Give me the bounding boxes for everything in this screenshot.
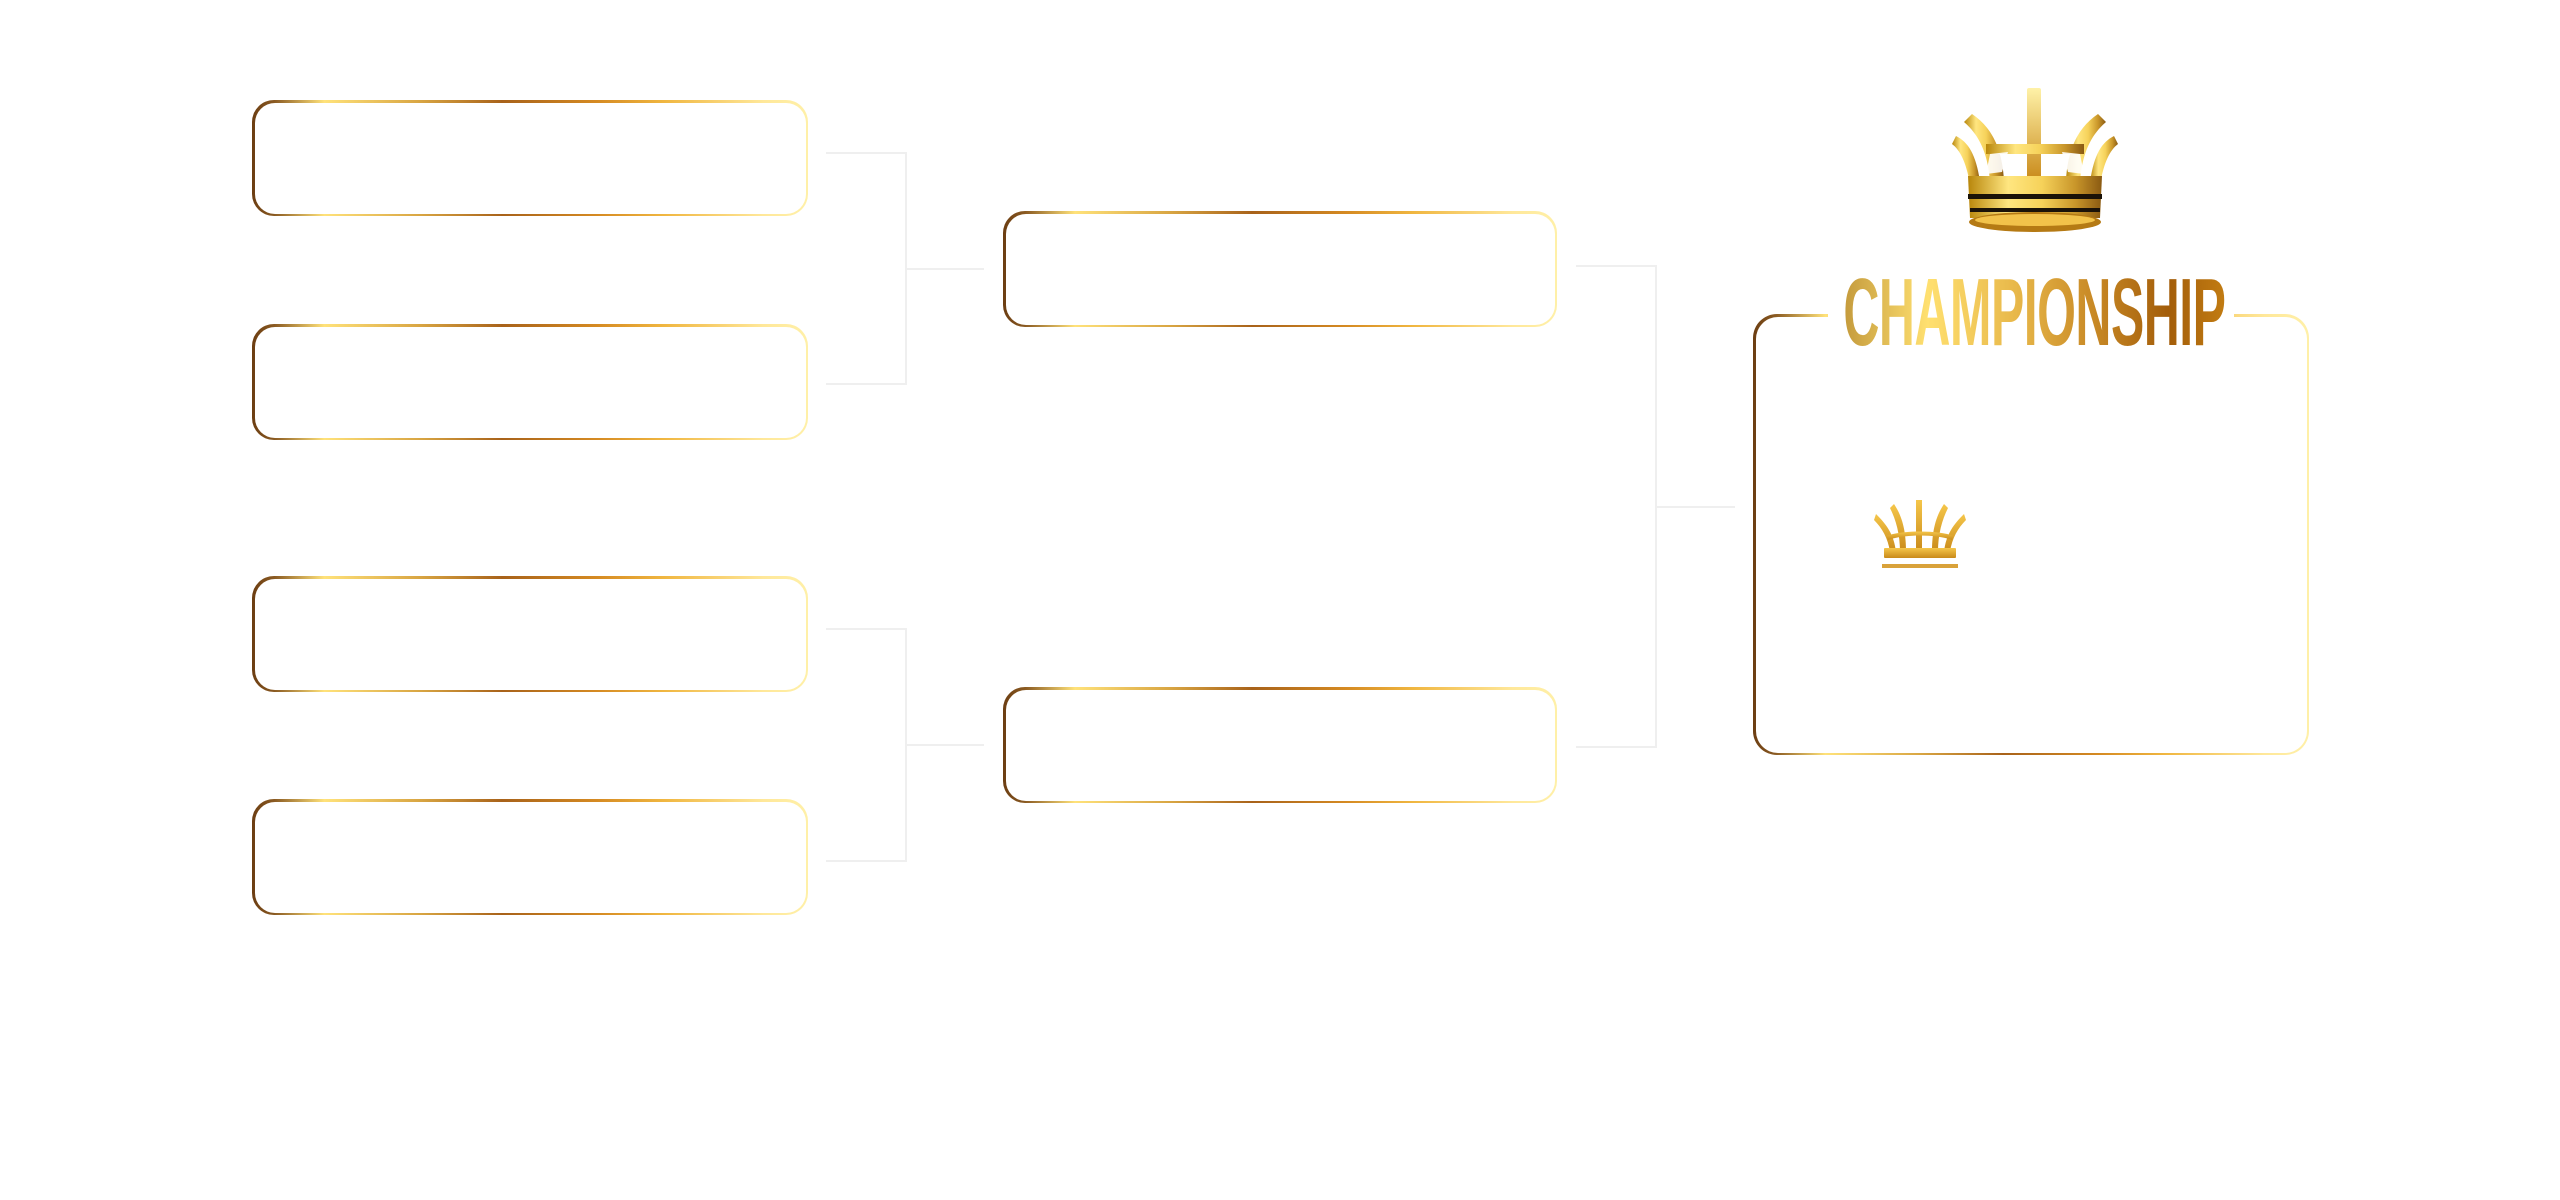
championship-title-wrap: CHAMPIONSHIP (1745, 259, 2323, 366)
connector-r1-bottom-merge (905, 744, 984, 746)
connector-r2-2 (1576, 746, 1656, 748)
round1-slot-2-team (254, 326, 806, 438)
round2-slot-1-team (1005, 213, 1555, 325)
round2-slot-1[interactable] (1003, 211, 1557, 327)
connector-final (1655, 506, 1735, 508)
connector-r1-4 (826, 860, 906, 862)
round1-slot-1[interactable] (252, 100, 808, 216)
round2-slot-2-team (1005, 689, 1555, 801)
round1-slot-3-team (254, 578, 806, 690)
round1-slot-1-team (254, 102, 806, 214)
crown-logo-icon (1874, 500, 1966, 568)
round1-slot-4[interactable] (252, 799, 808, 915)
championship-title: CHAMPIONSHIP (1842, 259, 2226, 366)
round1-slot-2[interactable] (252, 324, 808, 440)
crown-icon (1952, 88, 2118, 232)
connector-r2-1 (1576, 265, 1656, 267)
connector-r1-2 (826, 383, 906, 385)
connector-r1-1 (826, 152, 906, 154)
round2-slot-2[interactable] (1003, 687, 1557, 803)
title-gap (1828, 300, 2234, 330)
championship-slot[interactable] (1753, 314, 2309, 755)
connector-r1-top-merge (905, 268, 984, 270)
round1-slot-3[interactable] (252, 576, 808, 692)
connector-r1-3 (826, 628, 906, 630)
round1-slot-4-team (254, 801, 806, 913)
championship-slot-inner (1755, 316, 2307, 753)
